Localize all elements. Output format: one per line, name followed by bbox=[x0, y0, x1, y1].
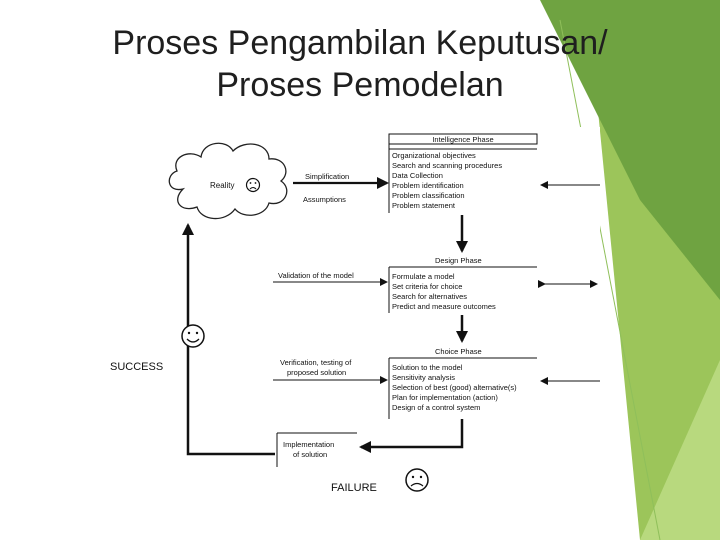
success-loop-arrow bbox=[182, 223, 275, 456]
reality-cloud bbox=[168, 142, 288, 220]
verification-label-line-2: proposed solution bbox=[287, 368, 346, 377]
assumptions-label: Assumptions bbox=[303, 195, 346, 204]
intelligence-item: Problem identification bbox=[392, 181, 464, 190]
choice-item: Selection of best (good) alternative(s) bbox=[392, 383, 517, 392]
slide-title-line-1: Proses Pengambilan Keputusan/ bbox=[112, 24, 608, 62]
failure-label: FAILURE bbox=[331, 482, 377, 494]
sad-face-icon bbox=[245, 177, 261, 193]
green-panel-dark bbox=[540, 0, 720, 300]
design-item: Formulate a model bbox=[392, 272, 455, 281]
happy-face-icon bbox=[181, 324, 205, 348]
sad-face-icon bbox=[405, 468, 429, 492]
slide-title: Proses Pengambilan Keputusan/ Proses Pem… bbox=[60, 22, 660, 106]
arrow-to-implementation bbox=[359, 419, 464, 453]
reality-label: Reality bbox=[210, 181, 234, 190]
decision-process-diagram: Reality Simplification Assumptions Intel… bbox=[105, 127, 600, 497]
design-phase-items: Formulate a model Set criteria for choic… bbox=[392, 272, 496, 311]
intelligence-item: Problem statement bbox=[392, 201, 456, 210]
design-item: Search for alternatives bbox=[392, 292, 467, 301]
intelligence-item: Problem classification bbox=[392, 191, 465, 200]
choice-item: Design of a control system bbox=[392, 403, 480, 412]
choice-phase-title: Choice Phase bbox=[435, 347, 482, 356]
intelligence-phase-items: Organizational objectives Search and sca… bbox=[392, 151, 502, 210]
implementation-label-line-2: of solution bbox=[293, 450, 327, 459]
green-panel-lighter bbox=[640, 360, 720, 540]
success-label: SUCCESS bbox=[110, 361, 163, 373]
simplification-label: Simplification bbox=[305, 172, 349, 181]
design-item: Set criteria for choice bbox=[392, 282, 462, 291]
design-phase-title: Design Phase bbox=[435, 256, 482, 265]
intelligence-item: Search and scanning procedures bbox=[392, 161, 502, 170]
implementation-label-line-1: Implementation bbox=[283, 440, 334, 449]
intelligence-item: Organizational objectives bbox=[392, 151, 476, 160]
intelligence-item: Data Collection bbox=[392, 171, 443, 180]
intelligence-phase-header bbox=[388, 133, 538, 145]
deco-line bbox=[559, 19, 661, 540]
design-item: Predict and measure outcomes bbox=[392, 302, 496, 311]
choice-item: Sensitivity analysis bbox=[392, 373, 455, 382]
verification-label-line-1: Verification, testing of bbox=[280, 358, 352, 367]
validation-label: Validation of the model bbox=[278, 271, 354, 280]
choice-item: Plan for implementation (action) bbox=[392, 393, 498, 402]
choice-item: Solution to the model bbox=[392, 363, 463, 372]
intelligence-phase-title: Intelligence Phase bbox=[432, 135, 493, 144]
choice-phase-items: Solution to the model Sensitivity analys… bbox=[392, 363, 517, 412]
slide-title-line-2: Proses Pemodelan bbox=[216, 66, 504, 104]
